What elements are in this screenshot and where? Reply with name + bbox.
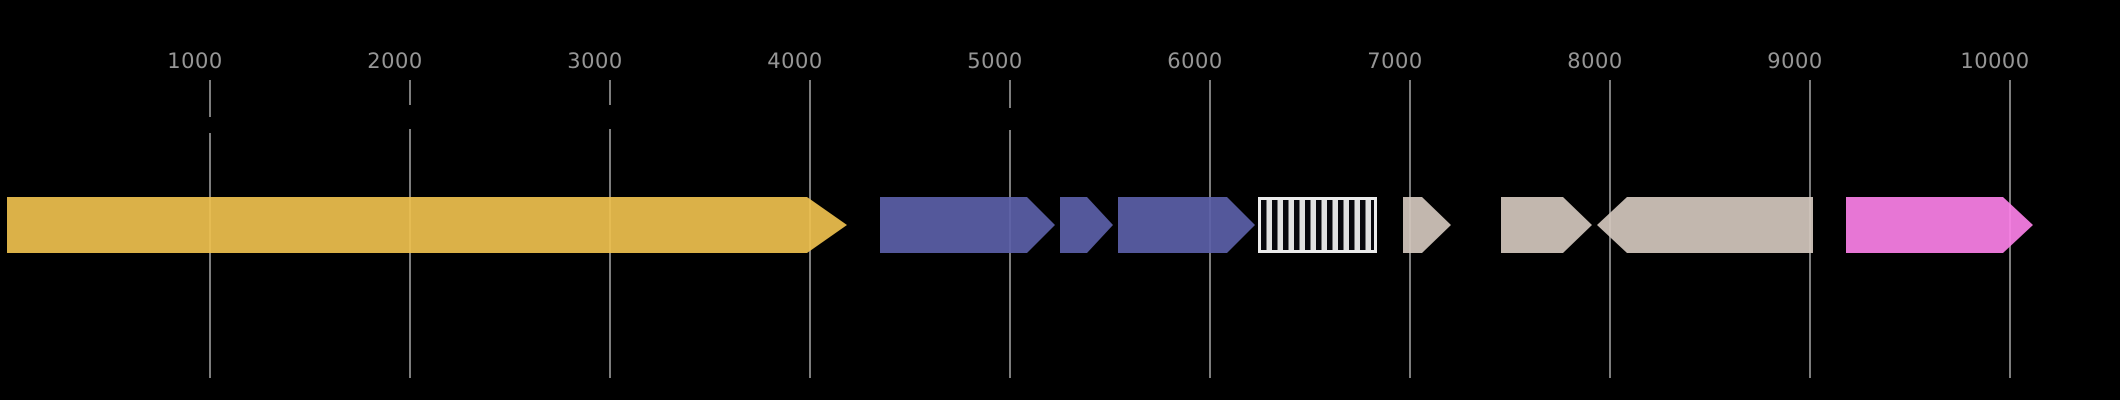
feature-arrow-1-gold-forward xyxy=(7,197,847,253)
axis-tick-label-9000: 9000 xyxy=(1767,49,1823,73)
gridline-gap xyxy=(608,105,612,129)
gridline-gap xyxy=(1008,108,1012,130)
axis-tick-label-2000: 2000 xyxy=(367,49,423,73)
axis-tick-label-5000: 5000 xyxy=(967,49,1023,73)
feature-arrow-7-taupe-forward xyxy=(1501,197,1592,253)
feature-box-5-striped xyxy=(1258,197,1377,253)
feature-arrow-8-taupe-reverse xyxy=(1597,197,1813,253)
feature-arrow-3-indigo-forward xyxy=(1060,197,1113,253)
gridline-gap xyxy=(408,105,412,129)
axis-tick-label-3000: 3000 xyxy=(567,49,623,73)
axis-tick-label-6000: 6000 xyxy=(1167,49,1223,73)
axis-tick-label-7000: 7000 xyxy=(1367,49,1423,73)
axis-tick-label-8000: 8000 xyxy=(1567,49,1623,73)
feature-arrow-2-indigo-forward xyxy=(880,197,1055,253)
axis-tick-label-4000: 4000 xyxy=(767,49,823,73)
axis-tick-label-1000: 1000 xyxy=(167,49,223,73)
feature-arrow-9-magenta-forward xyxy=(1846,197,2033,253)
gridline-gap xyxy=(208,117,212,133)
feature-arrow-6-taupe-forward xyxy=(1403,197,1451,253)
feature-arrow-4-indigo-forward xyxy=(1118,197,1255,253)
axis-tick-label-10000: 10000 xyxy=(1960,49,2030,73)
